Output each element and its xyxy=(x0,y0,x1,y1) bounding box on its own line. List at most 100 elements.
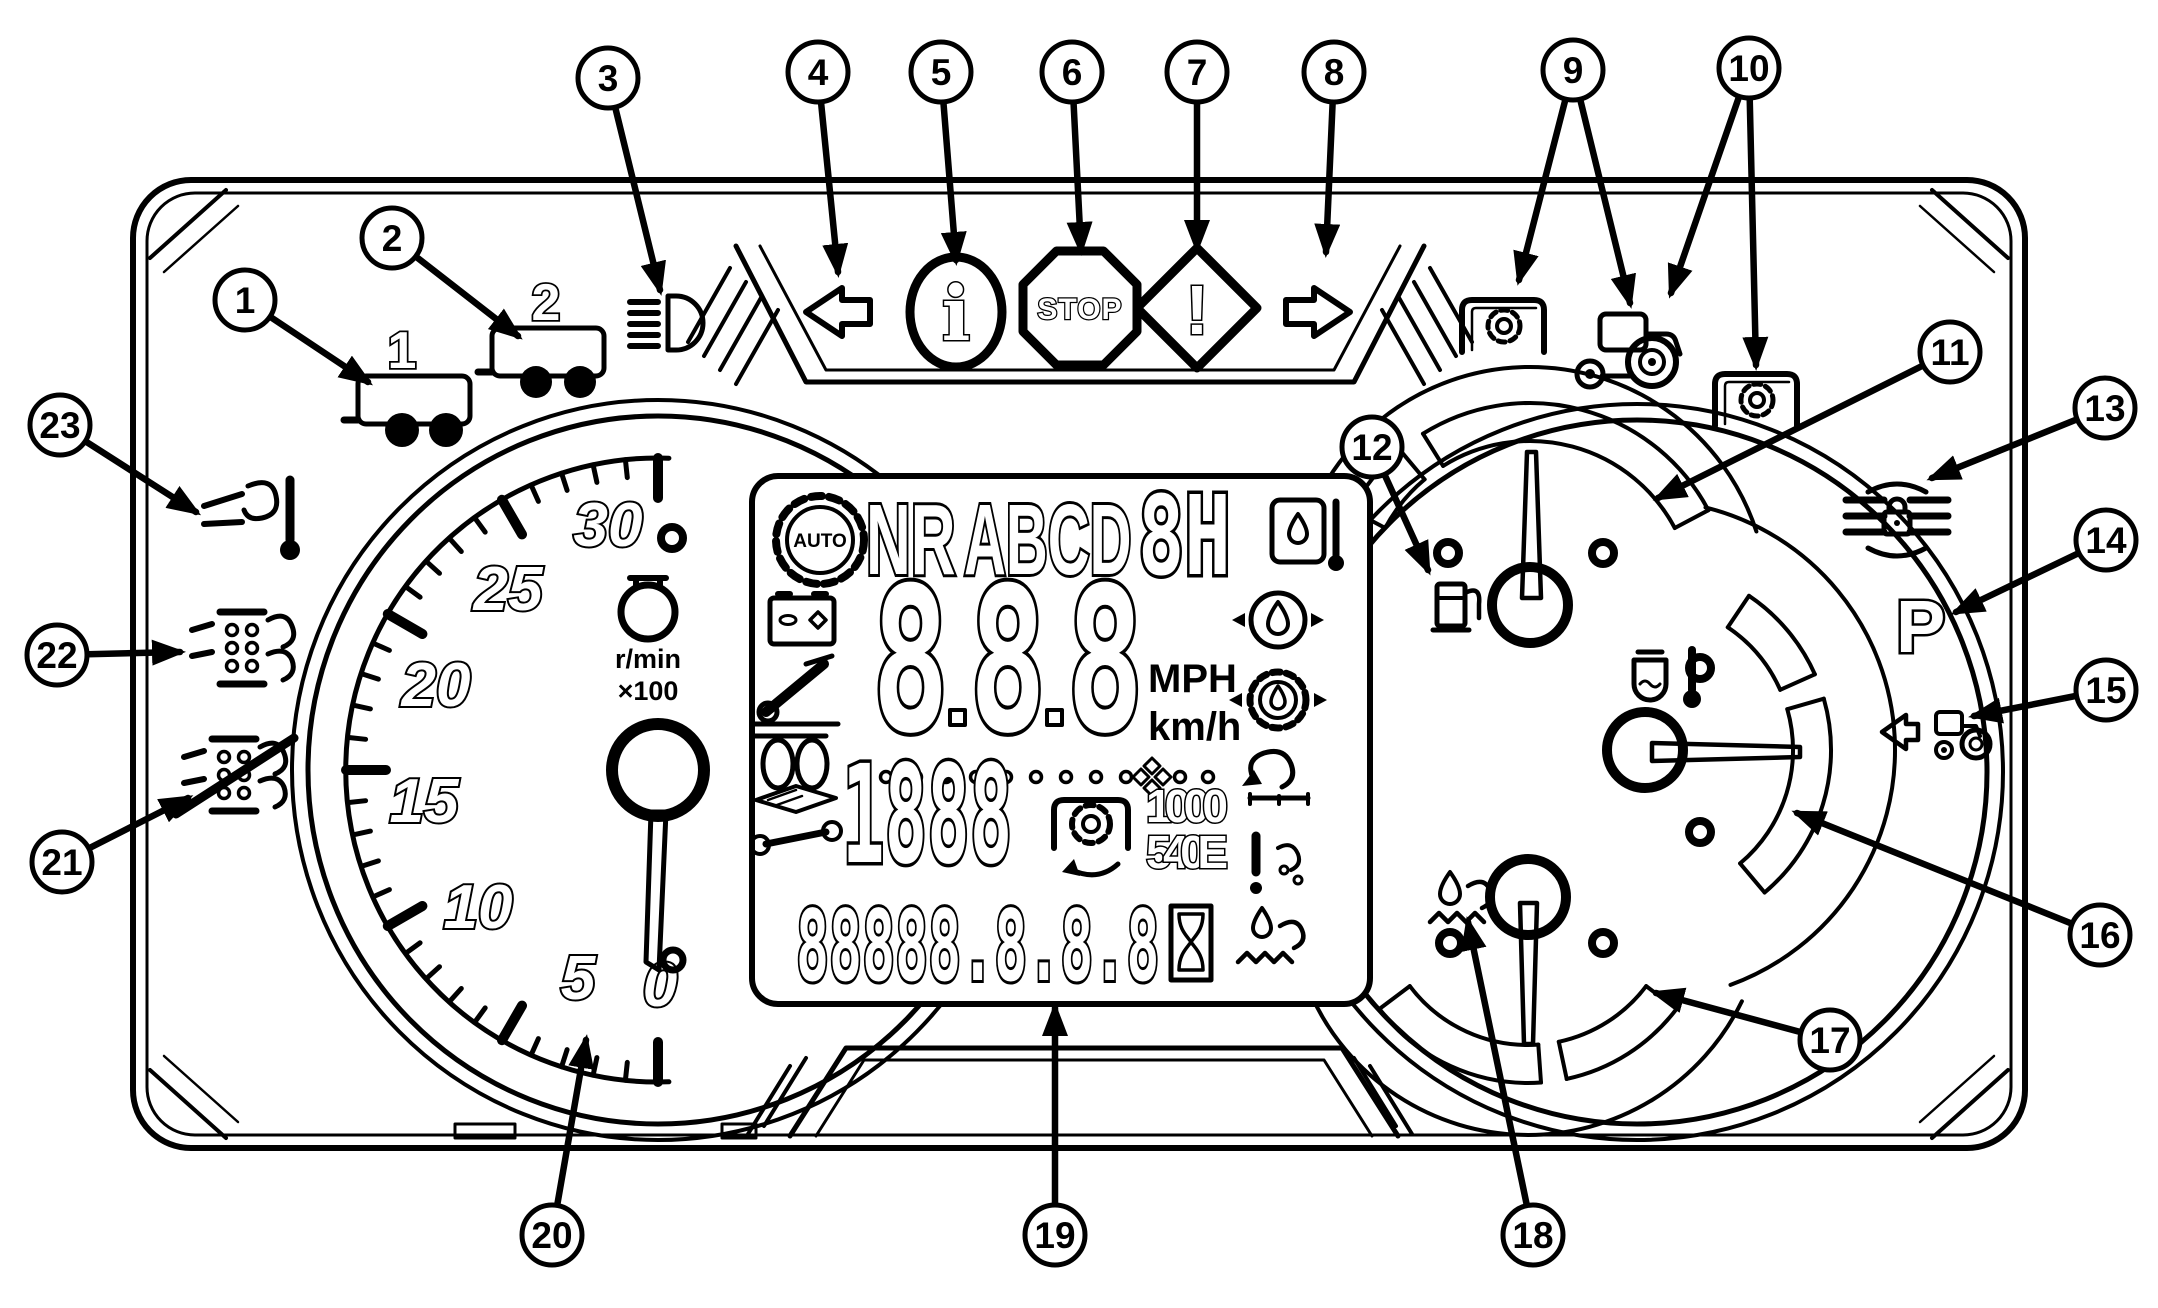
bottom-trapezoid xyxy=(746,1045,1414,1139)
coolant-band xyxy=(1725,625,1783,692)
separator-dot xyxy=(1118,769,1134,785)
coolant-led-top xyxy=(1685,653,1715,683)
svg-text:1: 1 xyxy=(235,280,256,321)
def-band xyxy=(1564,1006,1679,1081)
dotted-separator xyxy=(848,769,1216,785)
lcd-gear-seg: 8H xyxy=(1138,473,1231,600)
tach-label-20: 20 xyxy=(401,651,471,720)
engine-speed-icon xyxy=(617,575,679,643)
tach-led-low xyxy=(659,946,687,974)
tach-label-25: 25 xyxy=(473,555,544,624)
def-band xyxy=(1377,984,1412,1011)
trailer-2-icon: 2 xyxy=(474,272,607,398)
coolant-band xyxy=(1725,593,1751,630)
tach-label-5: 5 xyxy=(561,944,597,1013)
speed-decimal-point xyxy=(948,708,967,727)
svg-text:9: 9 xyxy=(1563,50,1584,91)
callout-14: 14 xyxy=(1950,507,2139,616)
def-needle xyxy=(1517,900,1540,1047)
callout-12: 12 xyxy=(1339,414,1432,576)
def-hub xyxy=(1485,854,1571,940)
gauge-inner-arcs xyxy=(1297,365,1897,1137)
tach-unit-line2: ×100 xyxy=(618,676,679,706)
tach-tick xyxy=(472,515,488,535)
tach-tick xyxy=(370,640,392,653)
coolant-band xyxy=(1785,696,1826,712)
tach-hub xyxy=(606,718,710,822)
def-band xyxy=(1377,1006,1543,1085)
tach-tick xyxy=(345,734,369,742)
svg-text:10: 10 xyxy=(1728,48,1769,89)
fuel-band xyxy=(1672,508,1711,530)
callout-21: 21 xyxy=(29,794,194,895)
svg-text:6: 6 xyxy=(1062,52,1083,93)
info-icon: i xyxy=(905,252,1007,372)
def-led-left xyxy=(1435,928,1465,958)
tach-label-10: 10 xyxy=(444,873,513,942)
tach-tick xyxy=(446,535,464,554)
fuel-gauge xyxy=(1430,449,1618,648)
coolant-needle xyxy=(1649,740,1803,764)
hourglass-icon xyxy=(1168,903,1214,983)
coolant-band xyxy=(1747,593,1817,677)
tach-unit-line1: r/min xyxy=(615,644,681,674)
def-level-icon xyxy=(1427,870,1494,925)
callout-17: 17 xyxy=(1650,987,1863,1073)
callout-3: 3 xyxy=(575,45,666,296)
separator-dot xyxy=(998,769,1014,785)
svg-text:22: 22 xyxy=(36,635,77,676)
tach-label-15: 15 xyxy=(390,767,460,836)
separator-dot xyxy=(1172,769,1188,785)
scroll-right-icon xyxy=(1283,285,1353,339)
svg-text:14: 14 xyxy=(2085,520,2127,561)
svg-text:8: 8 xyxy=(1324,52,1345,93)
fuel-band xyxy=(1441,438,1677,530)
def-band xyxy=(1556,984,1649,1044)
svg-text:15: 15 xyxy=(2085,670,2126,711)
svg-text:18: 18 xyxy=(1512,1215,1553,1256)
coolant-led-bottom xyxy=(1685,817,1715,847)
water-in-fuel-icon xyxy=(1235,906,1306,965)
corner-slash-top-left xyxy=(148,188,228,260)
pto-gear-icon xyxy=(1051,797,1131,878)
tach-tick xyxy=(403,584,423,600)
svg-text:23: 23 xyxy=(39,405,80,446)
tach-tick xyxy=(559,1047,570,1070)
engine-oil-pressure-icon xyxy=(1232,590,1324,650)
top-trapezoid xyxy=(686,243,1474,386)
tach-tick xyxy=(622,457,630,481)
exhaust-temp-icon xyxy=(201,475,300,560)
battery-icon xyxy=(767,591,837,647)
callout-18: 18 xyxy=(1460,916,1566,1268)
separator-dot xyxy=(878,769,894,785)
separator-dot xyxy=(1058,769,1074,785)
tach-ticks xyxy=(341,453,663,1087)
def-band xyxy=(1536,1042,1543,1085)
corner-slash-bottom-right xyxy=(1930,1068,2010,1140)
separator-dot xyxy=(848,769,864,785)
def-gauge xyxy=(1427,854,1618,1047)
diamond-marker xyxy=(1131,756,1173,798)
disabled-slash xyxy=(171,733,299,819)
separator-dot xyxy=(938,769,954,785)
callout-9: 9 xyxy=(1513,37,1636,309)
thermometer-bulb xyxy=(1683,690,1701,708)
tach-tick xyxy=(350,702,373,712)
coolant-band xyxy=(1778,672,1817,692)
def-band xyxy=(1556,1039,1569,1081)
fuel-band xyxy=(1398,448,1427,482)
gauge-bands xyxy=(1349,401,1833,1085)
service-icon xyxy=(749,784,843,856)
fuel-band xyxy=(1421,401,1711,513)
lcd-gear-chars: ABCD xyxy=(964,485,1132,596)
speed-digit-1: 8 xyxy=(872,544,949,777)
fuel-led-left xyxy=(1433,538,1463,568)
separator-dot xyxy=(908,769,924,785)
gauge-contour-arc xyxy=(1308,991,1744,1137)
tach-label-30: 30 xyxy=(574,491,643,560)
fuel-band xyxy=(1383,477,1427,530)
callout-19: 19 xyxy=(1022,1002,1088,1268)
tach-needle xyxy=(643,809,669,973)
svg-text:3: 3 xyxy=(598,58,619,99)
